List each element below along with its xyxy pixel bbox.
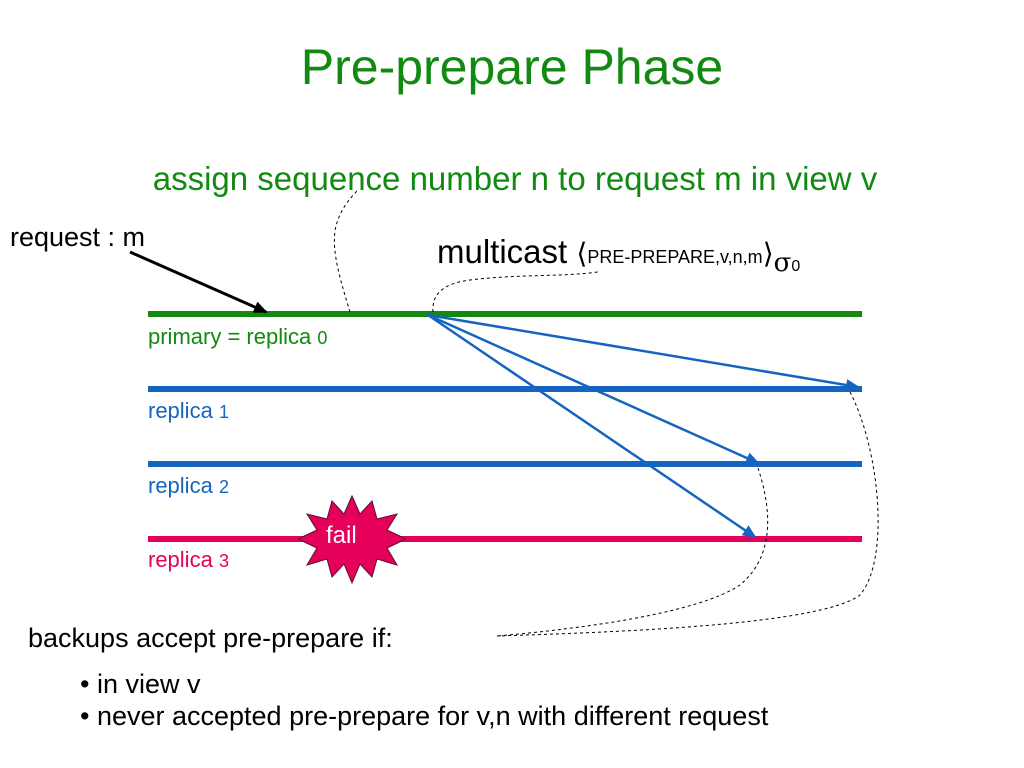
multicast-callout xyxy=(432,271,599,313)
replica-0-label: primary = replica 0 xyxy=(148,324,327,350)
replica-1-text: replica xyxy=(148,398,213,423)
fail-starburst xyxy=(296,494,408,585)
message-arrow-replica-3 xyxy=(427,313,757,539)
message-arrow-replica-1 xyxy=(427,313,860,391)
replica-2-text: replica xyxy=(148,473,213,498)
sigma-subscript: 0 xyxy=(791,258,801,275)
sigma-symbol: σ xyxy=(773,248,792,278)
replica-3-text: replica xyxy=(148,547,213,572)
replica-3-label: replica 3 xyxy=(148,547,229,573)
replica-0-text: primary = replica xyxy=(148,324,312,349)
preprepare-message: PRE-PREPARE,v,n,m xyxy=(587,247,763,267)
replica-2-number: 2 xyxy=(218,477,229,497)
replica-2-label: replica 2 xyxy=(148,473,229,499)
replica-1-label: replica 1 xyxy=(148,398,229,424)
backups-callout-replica-1 xyxy=(496,391,879,637)
message-arrow-replica-2 xyxy=(427,313,760,465)
backups-heading: backups accept pre-prepare if: xyxy=(28,623,393,653)
condition-item: • in view v xyxy=(80,669,201,699)
fail-label: fail xyxy=(326,522,357,549)
open-angle: ⟨ xyxy=(576,237,588,270)
subtitle-callout xyxy=(333,189,359,313)
page-title: Pre-prepare Phase xyxy=(300,39,724,95)
multicast-word: multicast xyxy=(437,233,568,270)
request-label: request : m xyxy=(10,222,146,252)
backups-callout-replica-2 xyxy=(496,467,769,637)
replica-3-number: 3 xyxy=(218,551,229,571)
replica-0-number: 0 xyxy=(317,328,328,348)
replica-1-number: 1 xyxy=(218,402,229,422)
request-arrow xyxy=(129,250,268,314)
close-angle: ⟩ xyxy=(762,237,774,270)
subtitle: assign sequence number n to request m in… xyxy=(152,160,878,197)
multicast-label: multicast ⟨PRE-PREPARE,v,n,m⟩σ0 xyxy=(437,233,800,278)
condition-item: • never accepted pre-prepare for v,n wit… xyxy=(80,701,769,731)
